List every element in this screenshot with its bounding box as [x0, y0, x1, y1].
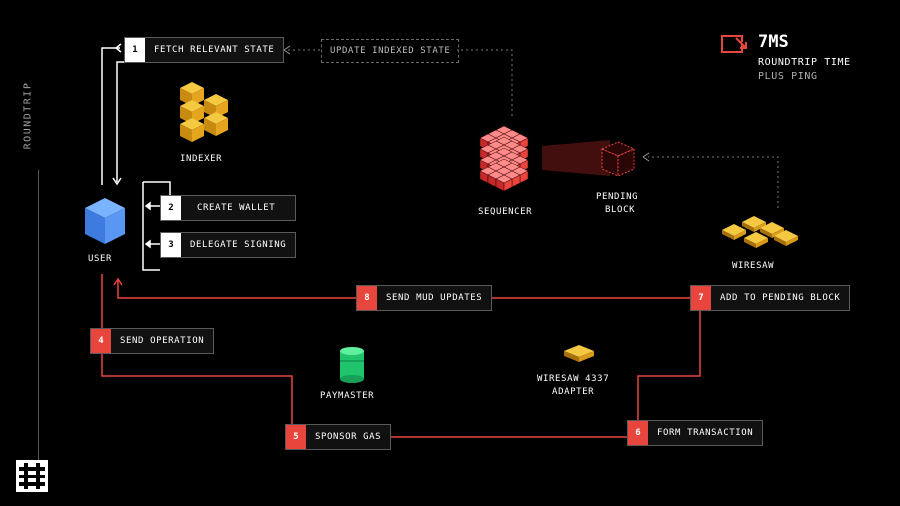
pending-block-label-line2: BLOCK: [605, 205, 636, 215]
step-number: 4: [91, 329, 111, 353]
step-label: SPONSOR GAS: [306, 425, 391, 449]
sidebar: ROUNDTRIP: [8, 40, 48, 482]
roundtrip-value: 7MS: [758, 32, 789, 52]
step-label: SEND OPERATION: [111, 329, 214, 353]
step-number: 7: [691, 286, 711, 310]
sequencer-icon: [479, 125, 529, 192]
step-add-to-pending-block[interactable]: 7 ADD TO PENDING BLOCK: [690, 285, 851, 311]
pending-block-icon: [600, 141, 636, 177]
step-form-transaction[interactable]: 6 FORM TRANSACTION: [627, 420, 764, 446]
connector-fetch-to-user: [116, 61, 124, 182]
pending-block-label-line1: PENDING: [596, 192, 639, 202]
step-number: 3: [161, 233, 181, 257]
step-create-wallet[interactable]: 2 CREATE WALLET: [160, 195, 297, 221]
step-label: FETCH RELEVANT STATE: [145, 38, 284, 62]
paymaster-label: PAYMASTER: [320, 391, 375, 401]
paymaster-icon: [340, 347, 364, 383]
step-sponsor-gas[interactable]: 5 SPONSOR GAS: [285, 424, 392, 450]
step-label: SEND MUD UPDATES: [377, 286, 492, 310]
step-label: FORM TRANSACTION: [648, 421, 763, 445]
step-number: 1: [125, 38, 145, 62]
edge-update-indexed-state: UPDATE INDEXED STATE: [321, 39, 460, 63]
wiresaw-icon: [722, 216, 798, 248]
step-label: CREATE WALLET: [181, 196, 296, 220]
connector-form-to-pending: [637, 310, 701, 420]
connector-wiresaw-to-pending: [648, 156, 779, 208]
step-label: DELEGATE SIGNING: [181, 233, 296, 257]
sequencer-label: SEQUENCER: [478, 207, 533, 217]
step-number: 8: [357, 286, 377, 310]
adapter-label-line1: WIRESAW 4337: [537, 374, 610, 384]
step-delegate-signing[interactable]: 3 DELEGATE SIGNING: [160, 232, 297, 258]
external-link-icon: [721, 35, 747, 53]
roundtrip-subcaption: PLUS PING: [758, 71, 818, 82]
wiresaw-label: WIRESAW: [732, 261, 775, 271]
adapter-label: WIRESAW 4337 ADAPTER: [537, 374, 609, 397]
connector-sequencer-to-indexer: [457, 49, 513, 116]
step-number: 5: [286, 425, 306, 449]
adapter-label-line2: ADAPTER: [552, 387, 595, 397]
user-label: USER: [88, 254, 113, 264]
roundtrip-caption: ROUNDTRIP TIME: [758, 57, 851, 68]
step-number: 2: [161, 196, 181, 220]
connector-user-to-fetch: [101, 47, 120, 185]
connector-mud-to-user: [117, 280, 356, 299]
step-fetch-relevant-state[interactable]: 1 FETCH RELEVANT STATE: [124, 37, 285, 63]
adapter-icon: [564, 345, 594, 362]
step-number: 6: [628, 421, 648, 445]
sidebar-divider: [38, 170, 39, 482]
pending-block-label: PENDING BLOCK: [596, 192, 638, 215]
indexer-icon: [180, 82, 228, 142]
step-send-operation[interactable]: 4 SEND OPERATION: [90, 328, 215, 354]
logo-icon: [16, 460, 48, 492]
connector-user-to-sponsor: [101, 274, 293, 424]
indexer-label: INDEXER: [180, 154, 223, 164]
user-icon: [85, 198, 125, 244]
step-send-mud-updates[interactable]: 8 SEND MUD UPDATES: [356, 285, 493, 311]
step-label: ADD TO PENDING BLOCK: [711, 286, 850, 310]
